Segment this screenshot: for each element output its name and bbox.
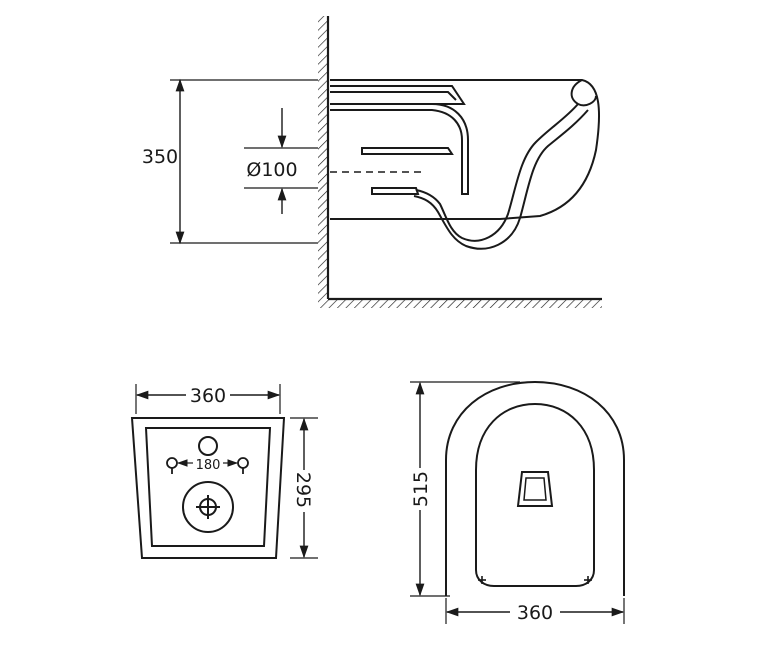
bowl-inner-wall (415, 103, 579, 242)
side-view: 350 Ø100 (142, 16, 602, 308)
rear-view: 360 180 295 (130, 384, 318, 559)
flush-pipe (330, 85, 466, 105)
water-inlet (198, 436, 218, 456)
outlet-ring (182, 481, 234, 533)
rear-outline (130, 417, 286, 559)
bowl-rim (570, 79, 597, 107)
floor-hatch (318, 299, 602, 308)
top-drain (516, 471, 554, 507)
rear-inner-panel (144, 427, 272, 547)
rear-depth-label: 295 (292, 472, 314, 508)
top-view: 515 360 (410, 380, 625, 624)
bowl-outline (330, 79, 601, 220)
fixing-spacing-label: 180 (196, 458, 221, 473)
water-channel (330, 103, 469, 195)
fixing-hole-right (237, 457, 249, 469)
top-bowl-inner (475, 402, 595, 587)
wall-hatch (318, 16, 328, 299)
rear-width-label: 360 (190, 385, 226, 407)
height-label: 350 (142, 146, 178, 168)
bowl-inner-wall-2 (413, 109, 589, 250)
top-length-label: 515 (410, 471, 432, 507)
fixing-hole-left (166, 457, 178, 469)
top-bowl-outline (445, 380, 625, 596)
top-width-label: 360 (517, 602, 553, 624)
outlet-pipe (361, 147, 454, 155)
top-fixing-right (584, 576, 592, 584)
pipe-diameter-label: Ø100 (246, 159, 297, 181)
outlet-pipe-lower (371, 187, 420, 195)
top-fixing-left (478, 576, 486, 584)
